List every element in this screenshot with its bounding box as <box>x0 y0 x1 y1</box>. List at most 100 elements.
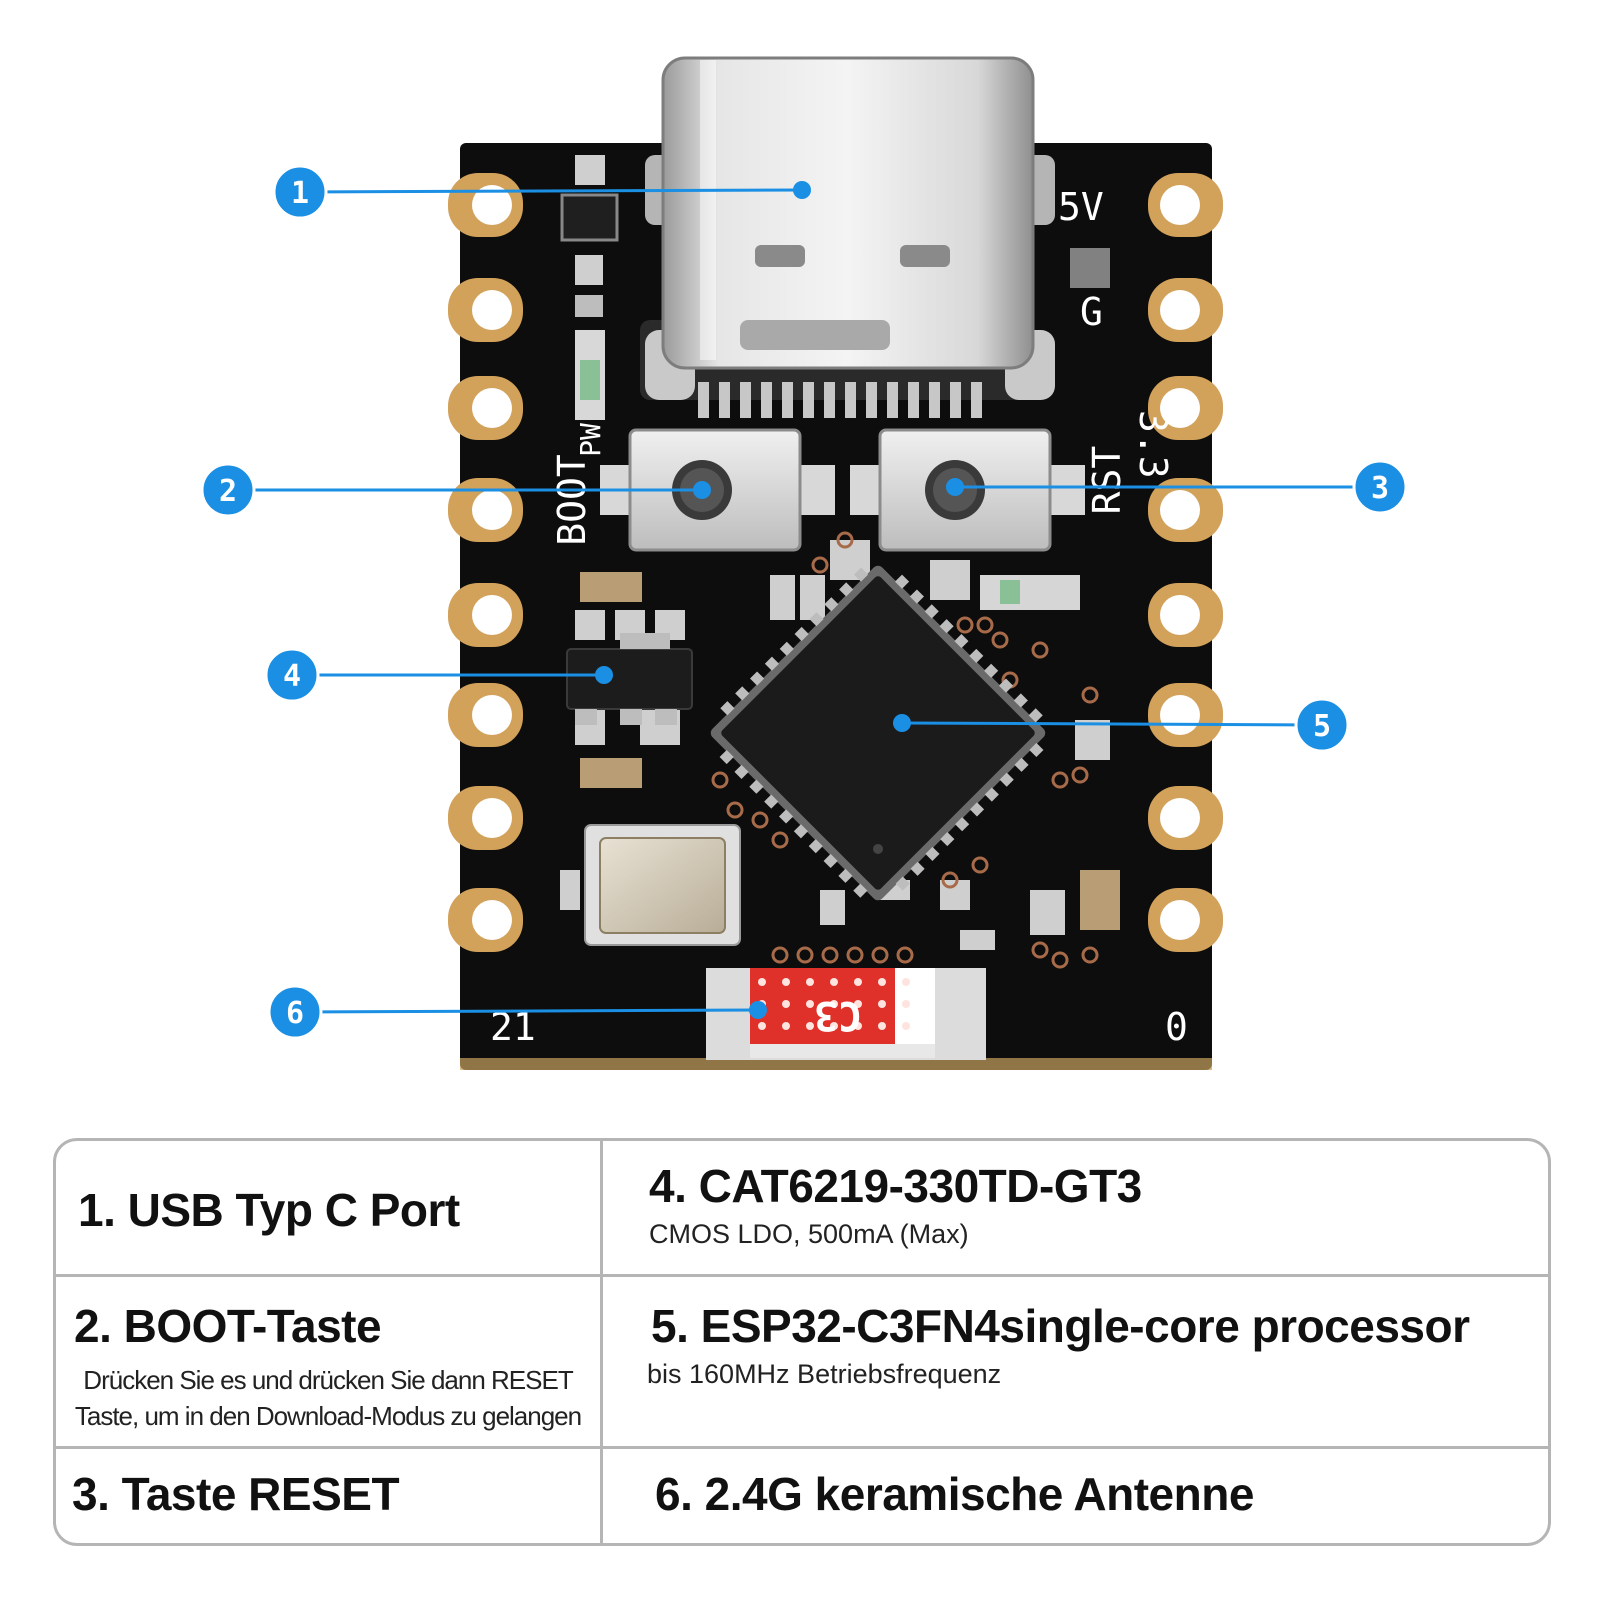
usb-pin <box>950 382 961 418</box>
antenna-dot <box>806 1022 814 1030</box>
chip-pin <box>750 671 765 686</box>
callout-4: 4 <box>264 647 613 703</box>
antenna-dot <box>782 1000 790 1008</box>
legend-item-reset: 3. Taste RESET <box>56 1449 603 1543</box>
legend-desc-line: Drücken Sie es und drücken Sie dann RESE… <box>83 1365 573 1395</box>
callout-number: 3 <box>1371 471 1389 506</box>
chip-pin <box>910 861 925 876</box>
callout-bubble <box>1294 697 1350 753</box>
callout-number: 2 <box>219 474 237 509</box>
via <box>1031 941 1049 959</box>
usb-pin <box>740 382 751 418</box>
chip-pin <box>925 846 940 861</box>
antenna-dot <box>878 1000 886 1008</box>
reset-button <box>850 428 1085 552</box>
chip-pin <box>969 648 984 663</box>
usb-pin <box>719 382 730 418</box>
antenna-dot <box>758 978 766 986</box>
via <box>1031 641 1049 659</box>
chip-pin <box>909 589 924 604</box>
legend-item-ldo: 4. CAT6219-330TD-GT3 CMOS LDO, 500mA (Ma… <box>603 1141 1548 1277</box>
legend-item-boot: 2. BOOT-Taste Drücken Sie es und drücken… <box>56 1277 603 1449</box>
chip-pin <box>969 802 985 817</box>
pad-hole <box>1160 595 1200 635</box>
pad-hole <box>472 798 512 838</box>
via <box>846 946 864 964</box>
usb-pin <box>782 382 793 418</box>
callout-1: 1 <box>272 164 811 220</box>
antenna-label: C3 <box>814 992 862 1038</box>
antenna-dot <box>854 1000 862 1008</box>
chip-pin <box>779 809 794 824</box>
chip-pin <box>793 824 808 839</box>
pad-hole <box>472 900 512 940</box>
antenna-dot <box>878 1022 886 1030</box>
antenna-dot <box>854 1022 862 1030</box>
callout-dot <box>893 714 911 732</box>
chip-pin <box>779 641 794 656</box>
pad-hole <box>472 595 512 635</box>
via <box>771 831 789 849</box>
via <box>1071 766 1089 784</box>
legend-title: 3. Taste RESET <box>72 1468 400 1520</box>
callout-dot <box>749 1001 767 1019</box>
chip-pin <box>809 612 824 627</box>
chip-pin <box>924 604 939 619</box>
callout-dot <box>946 478 964 496</box>
pin-label-3v3: 3.3 <box>1131 410 1175 479</box>
usb-c-connector <box>640 56 1055 418</box>
ldo-regulator <box>566 633 693 725</box>
ceramic-antenna: C3 <box>706 968 986 1060</box>
callout-line <box>294 1008 759 1014</box>
chip-pin <box>719 749 734 765</box>
chip-pin <box>794 626 809 642</box>
via <box>771 946 789 964</box>
usb-pin <box>761 382 772 418</box>
legend-title: 5. ESP32-C3FN4single-core processor <box>651 1300 1470 1352</box>
chip-pin <box>984 787 999 802</box>
usb-pin <box>929 382 940 418</box>
antenna-dot <box>782 1022 790 1030</box>
chip-pin <box>808 839 823 854</box>
callout-bubble <box>264 647 320 703</box>
chip-pin <box>735 686 750 701</box>
legend-item-antenna: 6. 2.4G keramische Antenne <box>603 1449 1548 1543</box>
antenna-dot <box>902 1022 910 1030</box>
chip-pin <box>894 574 910 589</box>
pad-hole <box>1160 900 1200 940</box>
pad-hole <box>1160 185 1200 225</box>
via <box>991 631 1009 649</box>
via <box>711 771 729 789</box>
chip-pin <box>853 567 869 582</box>
pad-hole <box>1160 388 1200 428</box>
pin-label-5v: 5V <box>1058 185 1104 229</box>
pad-hole <box>472 185 512 225</box>
castellated-pads-right <box>1148 173 1223 952</box>
pad-hole <box>472 490 512 530</box>
legend-desc: CMOS LDO, 500mA (Max) <box>649 1219 969 1249</box>
callout-dot <box>793 181 811 199</box>
chip-pin <box>940 831 955 847</box>
chip-pin <box>955 817 970 832</box>
crystal-oscillator <box>584 824 741 946</box>
chip-pin <box>954 634 969 649</box>
legend-title: 4. CAT6219-330TD-GT3 <box>649 1160 1142 1212</box>
via <box>1051 771 1069 789</box>
callout-5: 5 <box>893 697 1350 753</box>
boot-label: BOOT <box>550 454 594 546</box>
callout-dot <box>693 481 711 499</box>
legend-title: 6. 2.4G keramische Antenne <box>655 1468 1254 1520</box>
pin-label-g: G <box>1080 290 1103 334</box>
antenna-dot <box>854 978 862 986</box>
chip-pin <box>764 794 779 809</box>
via <box>751 811 769 829</box>
pad-hole <box>472 290 512 330</box>
pin-label-0: 0 <box>1165 1005 1188 1049</box>
callout-number: 4 <box>283 659 301 694</box>
usb-pin <box>908 382 919 418</box>
chip-pin <box>824 597 839 612</box>
callout-bubble <box>267 984 323 1040</box>
usb-pin <box>824 382 835 418</box>
